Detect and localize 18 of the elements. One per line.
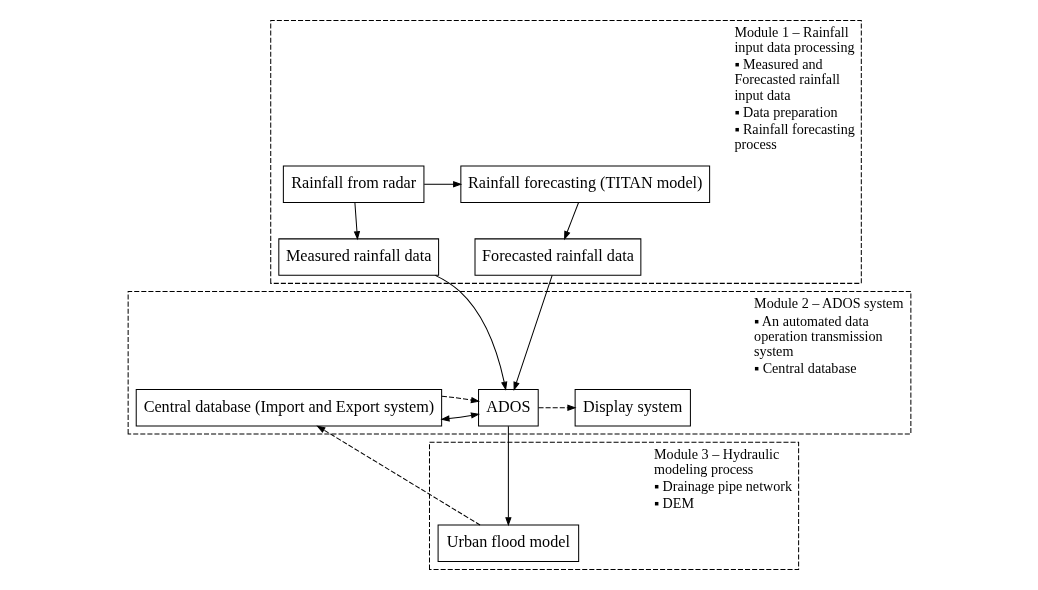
node-box: Forecasted rainfall data [474, 238, 641, 276]
node-box: Measured rainfall data [277, 238, 439, 276]
arrow [434, 274, 507, 391]
arrow [439, 412, 480, 422]
arrow [504, 425, 512, 527]
arrow [440, 395, 480, 404]
node-box: Central database (Import and Export system) [135, 389, 442, 427]
arrow [563, 202, 579, 241]
arrow [513, 274, 553, 391]
node-box: Rainfall forecasting (TITAN model) [459, 165, 710, 203]
arrow [537, 404, 576, 411]
node-box: Rainfall from radar [282, 165, 424, 203]
arrow [353, 202, 360, 241]
node-box: ADOS [477, 389, 539, 427]
arrow [423, 181, 462, 188]
node-box: Urban flood model [437, 524, 579, 562]
arrow [315, 425, 481, 526]
node-box: Display system [574, 389, 691, 427]
